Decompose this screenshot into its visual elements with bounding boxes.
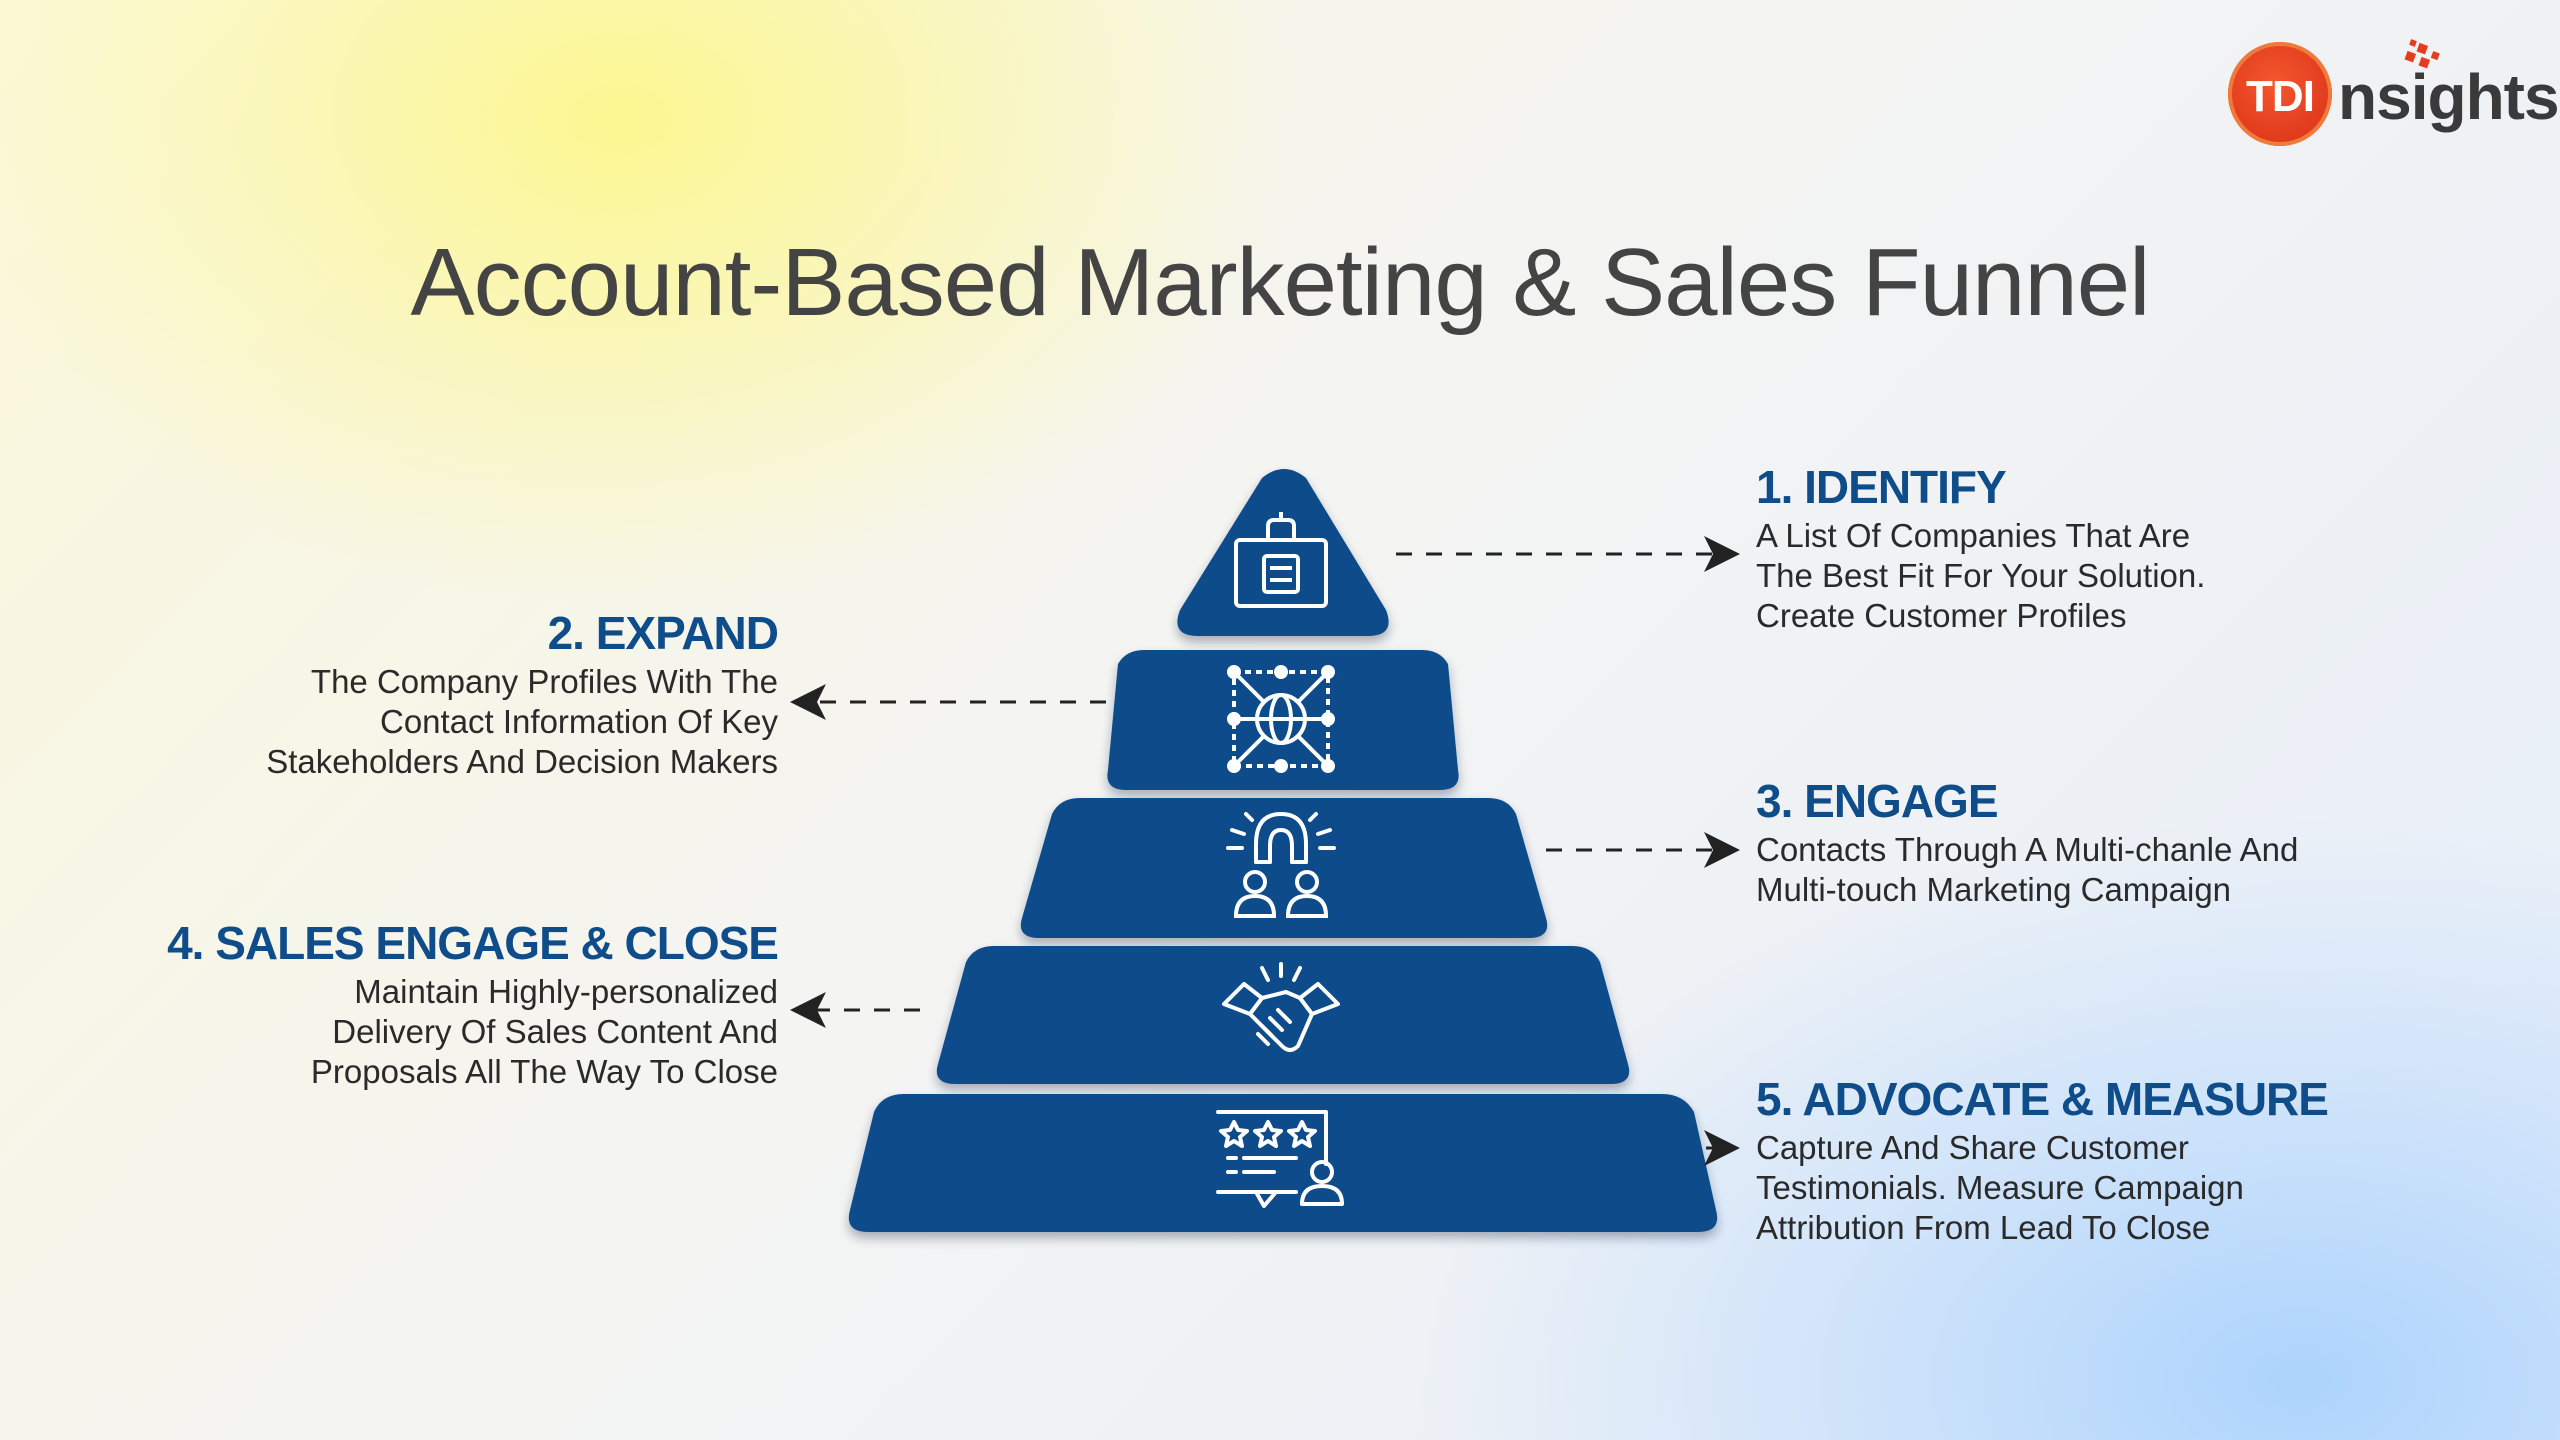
step-line: Capture And Share Customer [1756,1129,2189,1166]
logo-badge [2228,42,2332,146]
step-engage: 3. ENGAGE Contacts Through A Multi-chanl… [1756,774,2298,910]
step-heading: 3. ENGAGE [1756,775,1999,827]
step-advocate-measure: 5. ADVOCATE & MEASURE Capture And Share … [1756,1072,2329,1248]
step-line: A List Of Companies That Are [1756,517,2191,554]
logo-wordmark: nsights [2338,61,2560,133]
step-description: The Company Profiles With The Contact In… [266,662,778,782]
step-line: Contacts Through A Multi-chanle And [1756,831,2299,868]
step-description: A List Of Companies That Are The Best Fi… [1756,516,2205,636]
network-globe-icon [1227,665,1335,773]
tier-1 [1177,469,1389,636]
step-line: Attribution From Lead To Close [1756,1209,2211,1246]
step-description: Maintain Highly-personalized Delivery Of… [167,972,778,1092]
tier-3 [1020,798,1548,938]
logo-dots-icon [2404,39,2440,69]
step-expand: 2. EXPAND The Company Profiles With The … [266,606,779,782]
step-sales-engage-close: 4. SALES ENGAGE & CLOSE Maintain Highly-… [167,916,779,1092]
step-line: The Best Fit For Your Solution. [1756,557,2206,594]
step-description: Capture And Share Customer Testimonials.… [1756,1128,2328,1248]
step-line: Maintain Highly-personalized [354,973,778,1010]
step-description: Contacts Through A Multi-chanle And Mult… [1756,830,2298,910]
step-line: Delivery Of Sales Content And [332,1013,778,1050]
step-line: Stakeholders And Decision Makers [266,743,778,780]
handshake-icon [1222,962,1340,1052]
step-line: Testimonials. Measure Campaign [1756,1169,2244,1206]
step-heading: 4. SALES ENGAGE & CLOSE [167,917,779,969]
tier-5 [848,1094,1718,1232]
magnet-people-icon [1226,811,1336,918]
step-identify: 1. IDENTIFY A List Of Companies That Are… [1756,460,2205,636]
step-line: Contact Information Of Key [379,703,778,740]
step-line: Proposals All The Way To Close [310,1053,778,1090]
step-line: The Company Profiles With The [310,663,778,700]
page-title: Account-Based Marketing & Sales Funnel [410,229,2151,336]
step-line: Create Customer Profiles [1756,597,2127,634]
company-logo: TDI nsights [2228,38,2560,158]
step-heading: 2. EXPAND [547,607,779,659]
step-heading: 1. IDENTIFY [1756,461,2007,513]
briefcase-icon [1234,512,1328,608]
step-heading: 5. ADVOCATE & MEASURE [1756,1073,2329,1125]
step-line: Multi-touch Marketing Campaign [1756,871,2232,908]
testimonial-icon [1216,1110,1344,1208]
logo-badge-text: TDI [2246,72,2315,121]
